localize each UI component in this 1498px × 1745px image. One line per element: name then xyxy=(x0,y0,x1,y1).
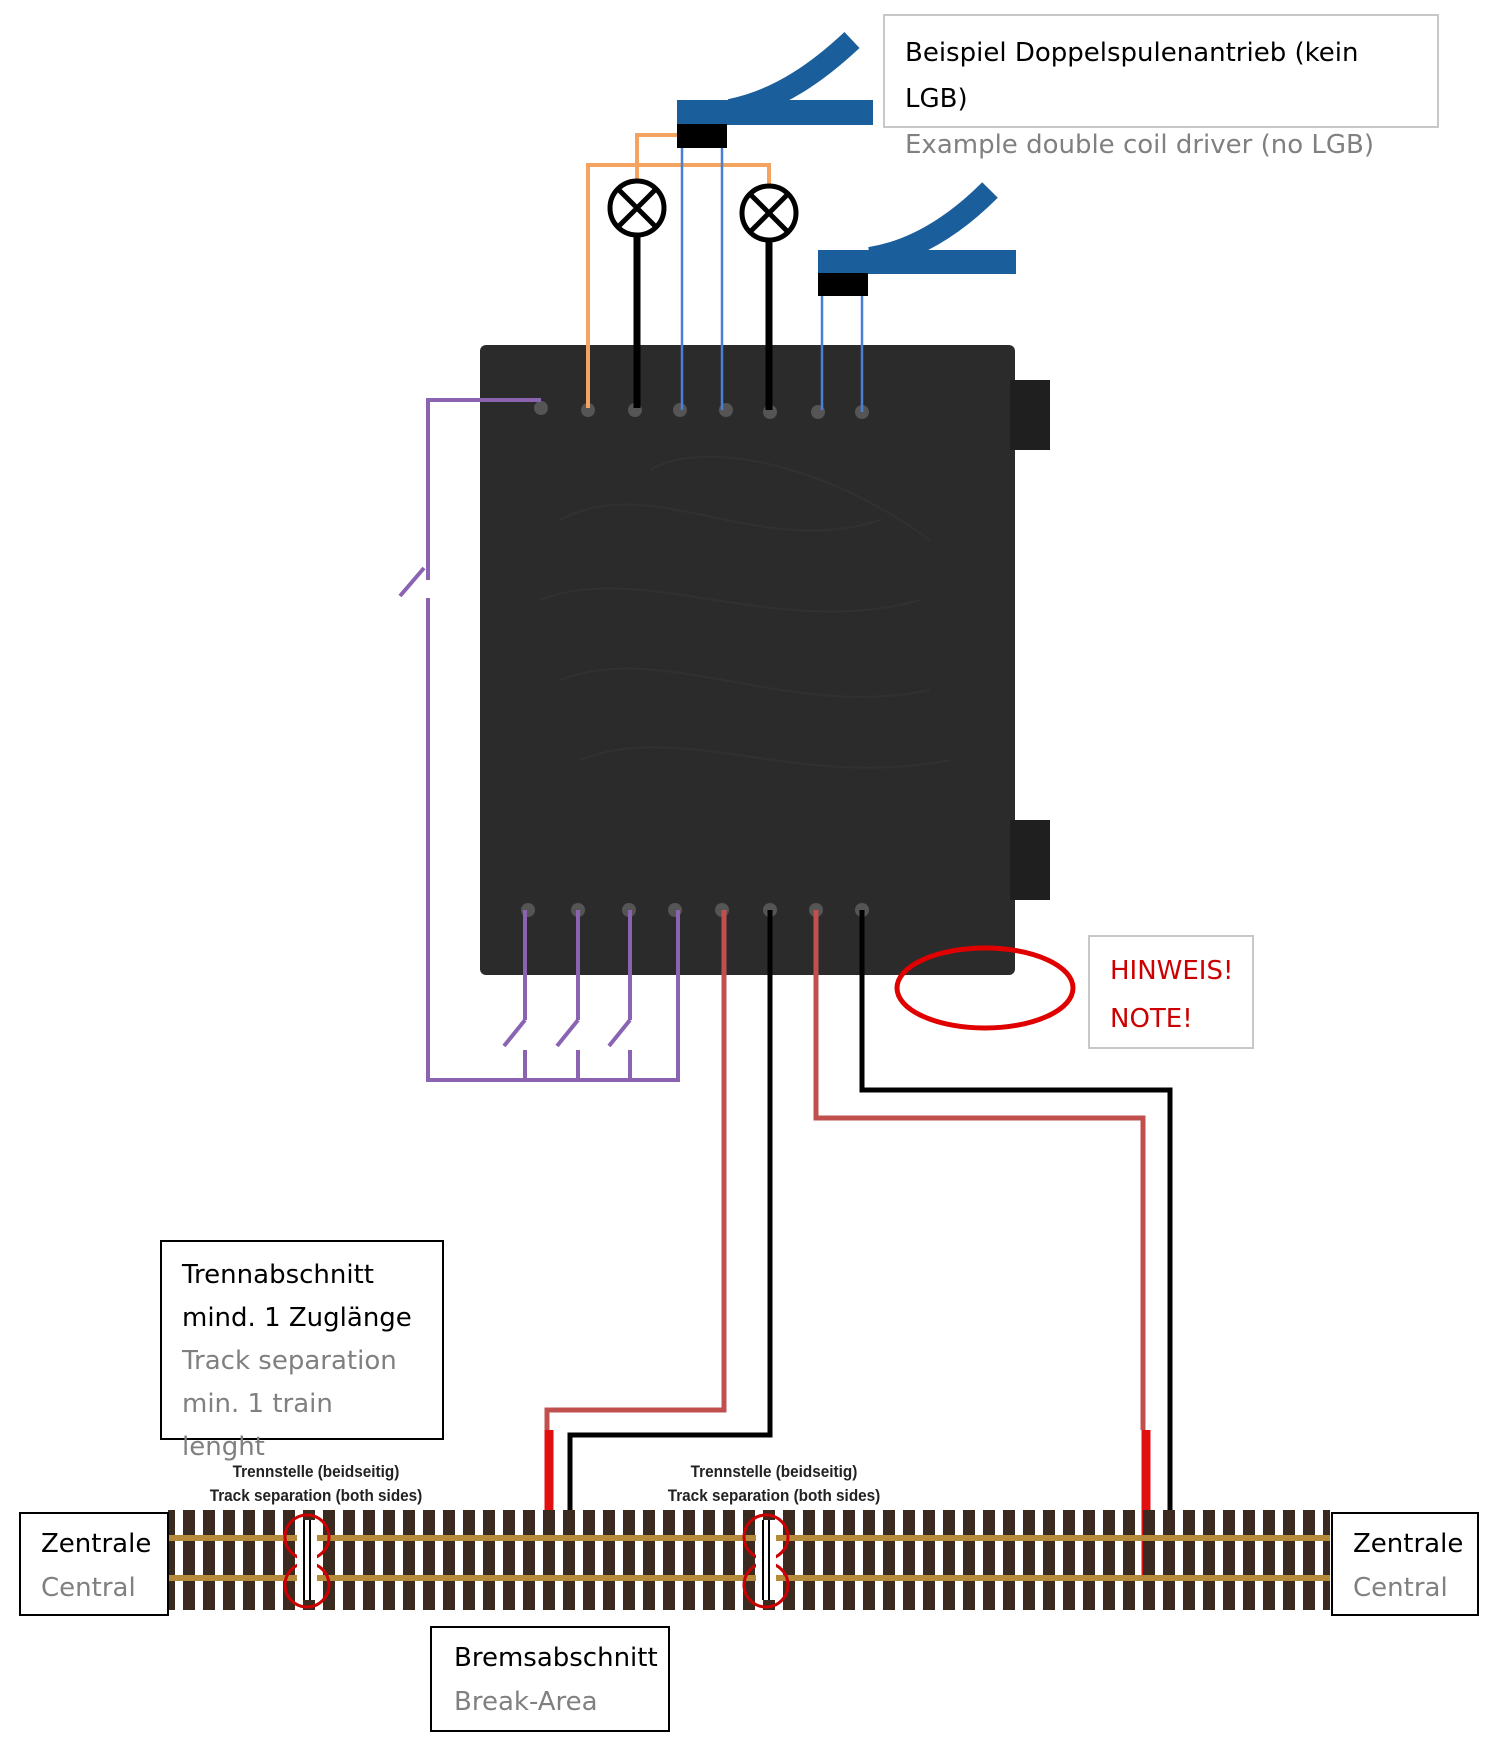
central-left-label: Zentrale Central xyxy=(19,1512,169,1616)
separation-point-mid-de: Trennstelle (beidseitig) xyxy=(690,1462,858,1481)
lamp-icon xyxy=(607,178,667,408)
central-right-de: Zentrale xyxy=(1353,1529,1464,1559)
note-label: HINWEIS! NOTE! xyxy=(1088,935,1254,1049)
driver-example-en: Example double coil driver (no LGB) xyxy=(905,130,1375,160)
track-separation-de2: mind. 1 Zuglänge xyxy=(182,1303,412,1333)
driver-example-label: Beispiel Doppelspulenantrieb (kein LGB) … xyxy=(883,14,1439,160)
track-separation-en2: min. 1 train lenght xyxy=(182,1389,333,1462)
track-separation-en1: Track separation xyxy=(182,1346,397,1376)
turnout-icon xyxy=(677,31,873,148)
central-left-en: Central xyxy=(41,1573,136,1603)
separation-marker xyxy=(283,1513,331,1609)
lamp-icon xyxy=(739,183,799,410)
brake-area-en: Break-Area xyxy=(454,1687,598,1717)
lamp-common-wire xyxy=(586,133,771,408)
brake-area-label: Bremsabschnitt Break-Area xyxy=(430,1626,670,1732)
central-left-de: Zentrale xyxy=(41,1529,152,1559)
note-line2: NOTE! xyxy=(1110,1004,1193,1034)
separation-point-left-de: Trennstelle (beidseitig) xyxy=(232,1462,400,1481)
central-right-label: Zentrale Central xyxy=(1331,1512,1479,1616)
turnout-icon xyxy=(818,182,1016,296)
track-separation-de1: Trennabschnitt xyxy=(182,1260,374,1290)
brake-area-de: Bremsabschnitt xyxy=(454,1643,658,1673)
separation-point-mid-label: Trennstelle (beidseitig) Track separatio… xyxy=(648,1460,900,1508)
driver-example-de: Beispiel Doppelspulenantrieb (kein LGB) xyxy=(905,38,1359,114)
track-separation-section-label: Trennabschnitt mind. 1 Zuglänge Track se… xyxy=(160,1240,444,1462)
coil-wire xyxy=(680,148,864,412)
switch-wiring xyxy=(398,398,680,1082)
note-line1: HINWEIS! xyxy=(1110,956,1234,986)
separation-point-left-en: Track separation (both sides) xyxy=(209,1486,423,1505)
track xyxy=(168,1510,1330,1610)
separation-marker xyxy=(742,1513,790,1609)
separation-point-left-label: Trennstelle (beidseitig) Track separatio… xyxy=(190,1460,442,1508)
separation-point-mid-en: Track separation (both sides) xyxy=(667,1486,881,1505)
central-right-en: Central xyxy=(1353,1573,1448,1603)
note-highlight xyxy=(894,945,1076,1031)
control-module xyxy=(480,345,1050,975)
